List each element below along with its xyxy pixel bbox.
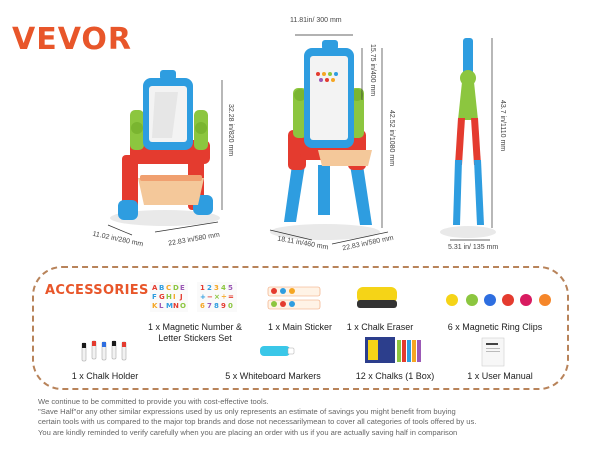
- disclaimer-line: We continue to be committed to provide y…: [38, 397, 269, 406]
- easel-short-illustration: [107, 70, 223, 236]
- easel-side-illustration: [440, 38, 496, 241]
- easel-illustrations: [107, 34, 496, 245]
- easel3-depth-dim: 5.31 in/ 135 mm: [448, 244, 499, 251]
- accessory-manual-label: 1 x User Manual: [467, 371, 533, 381]
- accessories-panel: [32, 266, 569, 390]
- accessory-stickers-label: 1 x Magnetic Number & Letter Stickers Se…: [147, 322, 243, 343]
- easel3-height-dim: 43.7 in/1110 mm: [499, 100, 506, 152]
- disclaimer-line: "Save Half"or any other similar expressi…: [38, 407, 456, 417]
- easel1-height-dim: 32.28 in/820 mm: [227, 104, 234, 157]
- board-width-dim: 11.81in/ 300 mm: [290, 17, 342, 24]
- accessory-main-sticker-label: 1 x Main Sticker: [267, 322, 333, 332]
- easel2-height-dim: 42.52 in/1080 mm: [388, 110, 395, 167]
- disclaimer-text: We continue to be committed to provide y…: [38, 397, 593, 438]
- accessory-markers-label: 5 x Whiteboard Markers: [225, 371, 321, 381]
- accessory-chalk-holder-label: 1 x Chalk Holder: [71, 371, 139, 381]
- accessories-title: ACCESSORIES: [45, 283, 149, 298]
- accessory-eraser-label: 1 x Chalk Eraser: [346, 322, 414, 332]
- disclaimer-line: certain tools with us compared to the ma…: [38, 417, 477, 427]
- accessory-clips-label: 6 x Magnetic Ring Clips: [447, 322, 543, 332]
- accessory-chalks-label: 12 x Chalks (1 Box): [355, 371, 435, 381]
- easel-tall-illustration: [269, 34, 389, 245]
- disclaimer-line: You are kindly reminded to verify carefu…: [38, 427, 458, 437]
- brand-logo: VEVOR: [12, 22, 133, 57]
- board-height-dim: 15.75 in/400 mm: [369, 44, 376, 97]
